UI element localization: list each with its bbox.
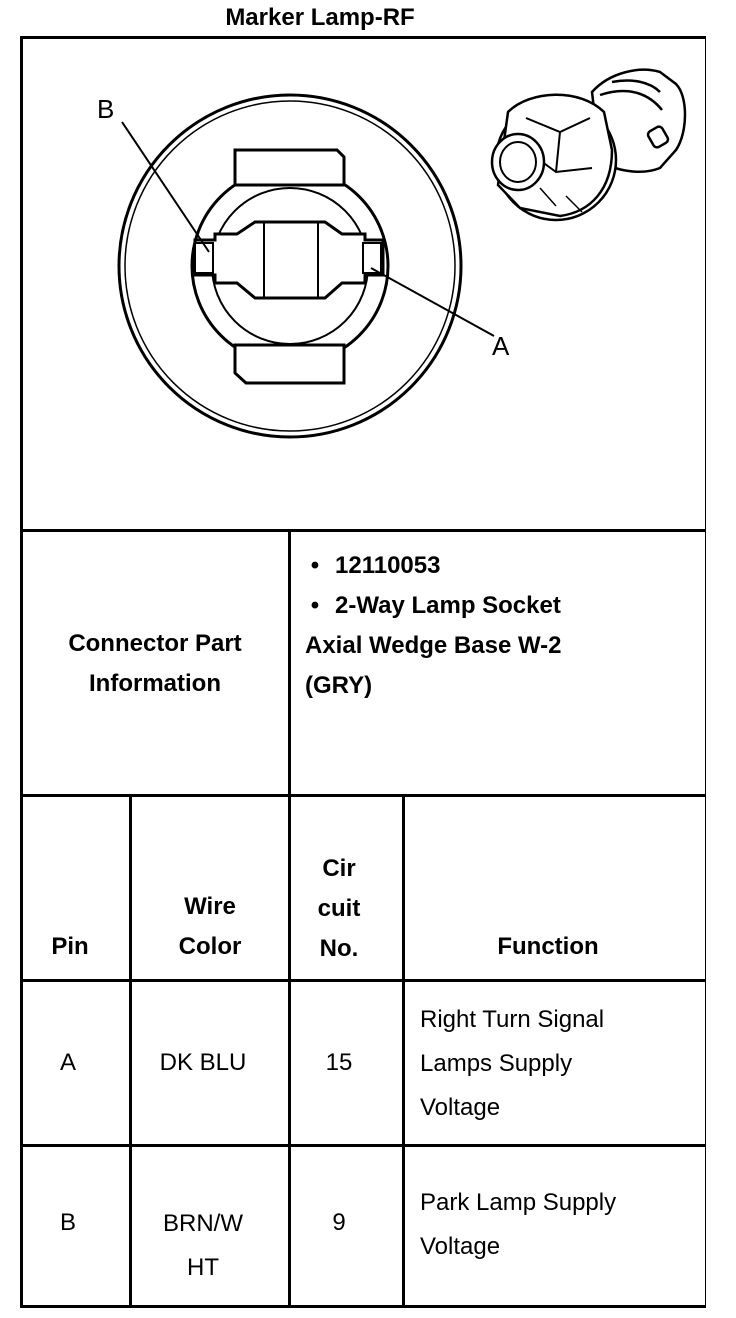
row-a-function-line-2: Lamps Supply (420, 1050, 573, 1077)
leader-line-b (121, 121, 210, 253)
divider-wire-column (288, 796, 291, 1308)
row-b-wire-color-line-1: BRN/W (163, 1210, 243, 1237)
part-description: 2-Way Lamp Socket (335, 592, 561, 619)
pin-label-b: B (97, 94, 114, 124)
page-title: Marker Lamp-RF (225, 4, 415, 31)
row-b-function: Park Lamp Supply Voltage (420, 1181, 704, 1269)
divider-pin-column (129, 796, 132, 1308)
connector-frame (20, 36, 706, 1308)
connector-info-label-line-1: Connector Part (68, 630, 242, 657)
divider-info-table (20, 794, 706, 797)
connector-info-details: • 12110053 • 2-Way Lamp Socket Axial Wed… (295, 546, 705, 706)
header-circuit-line-1: Cir (322, 855, 356, 882)
leader-line-a (370, 267, 495, 337)
connector-outer-ring (117, 93, 463, 439)
divider-header-row-a (20, 979, 706, 982)
divider-info-column (288, 531, 291, 795)
part-number: 12110053 (335, 552, 441, 579)
lamp-socket-illustration (490, 68, 687, 222)
bullet-icon: • (310, 592, 320, 619)
row-a-wire-color: DK BLU (159, 1049, 247, 1076)
connector-info-item: • 2-Way Lamp Socket (295, 586, 705, 626)
row-b-wire-color-line-2: HT (187, 1254, 219, 1281)
header-wire-color-line-2: Color (178, 933, 242, 960)
connector-info-item: • 12110053 (295, 546, 705, 586)
pin-label-a: A (492, 331, 510, 361)
header-function: Function (497, 933, 599, 960)
row-b-wire-color: BRN/W HT (132, 1202, 274, 1290)
row-a-function-line-3: Voltage (420, 1094, 501, 1121)
row-b-function-line-2: Voltage (420, 1233, 501, 1260)
header-circuit: Cir cuit No. (291, 849, 387, 969)
bottom-latch (233, 343, 346, 385)
row-a-function-line-1: Right Turn Signal (420, 1006, 605, 1033)
row-b-circuit: 9 (332, 1209, 346, 1236)
connector-info-label-line-2: Information (89, 670, 221, 697)
bullet-icon: • (310, 552, 320, 579)
header-wire-color-line-1: Wire (184, 893, 236, 920)
row-a-function: Right Turn Signal Lamps Supply Voltage (420, 998, 704, 1130)
connector-face-diagram: B A (97, 68, 687, 439)
header-circuit-line-3: No. (319, 935, 359, 962)
connector-info-label: Connector Part Information (22, 624, 288, 704)
row-a-circuit: 15 (325, 1049, 353, 1076)
row-b-pin: B (59, 1209, 76, 1236)
header-circuit-line-2: cuit (317, 895, 361, 922)
header-wire-color: Wire Color (132, 887, 288, 967)
top-latch (233, 148, 346, 187)
divider-row-a-row-b (20, 1144, 706, 1147)
divider-diagram-info (20, 529, 706, 532)
part-color: (GRY) (305, 672, 373, 699)
divider-circuit-column (402, 796, 405, 1308)
row-a-pin: A (59, 1049, 76, 1076)
terminal-slot (193, 220, 385, 300)
row-b-function-line-1: Park Lamp Supply (420, 1189, 617, 1216)
part-base-type: Axial Wedge Base W-2 (305, 632, 562, 659)
header-pin: Pin (51, 933, 89, 960)
